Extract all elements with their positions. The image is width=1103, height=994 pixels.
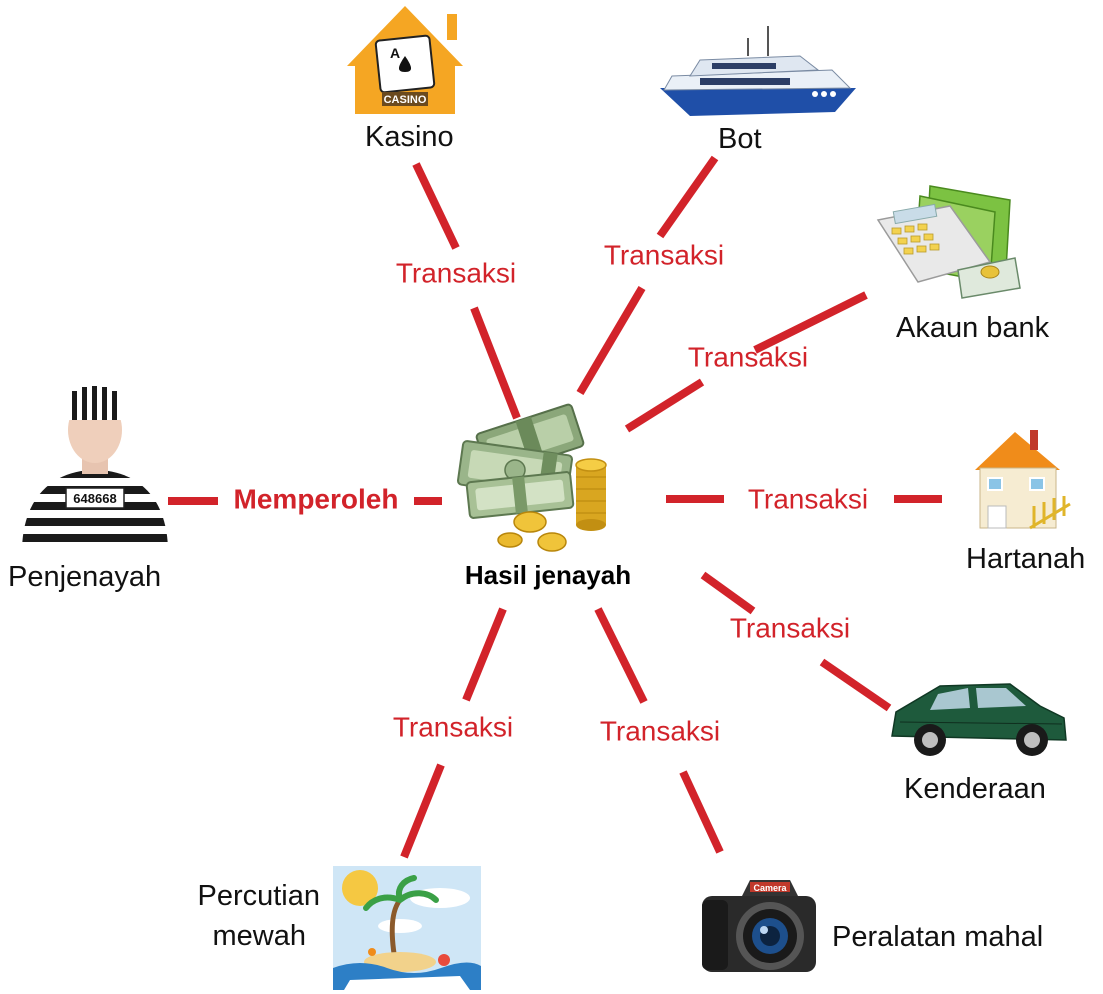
- camera-icon: Camera: [702, 880, 816, 972]
- node-label-percutian-mewah-line1: Percutian: [197, 880, 320, 912]
- edge-label-peralatan-mahal: Transaksi: [600, 716, 720, 747]
- center-label: Hasil jenayah: [465, 560, 631, 590]
- node-label-penjenayah: Penjenayah: [8, 561, 161, 593]
- edge-label-bot: Transaksi: [604, 240, 724, 271]
- edge-bot: Transaksi: [576, 155, 724, 396]
- edge-penjenayah: Memperoleh: [168, 484, 442, 515]
- node-label-peralatan-mahal: Peralatan mahal: [832, 921, 1043, 953]
- edge-hartanah: Transaksi: [666, 484, 942, 515]
- prisoner-icon: 648668: [22, 386, 168, 548]
- bank-account-icon: [876, 185, 1021, 299]
- node-label-percutian-mewah-line2: mewah: [213, 920, 307, 952]
- prisoner-plate-number: 648668: [73, 491, 116, 506]
- node-label-hartanah: Hartanah: [966, 543, 1085, 575]
- node-label-akaun-bank: Akaun bank: [896, 312, 1050, 344]
- casino-icon: A CASINO: [347, 6, 463, 114]
- node-label-kenderaan: Kenderaan: [904, 773, 1046, 805]
- svg-text:A: A: [390, 45, 400, 61]
- casino-sign: CASINO: [384, 94, 427, 106]
- node-label-kasino: Kasino: [365, 121, 454, 153]
- edge-label-penjenayah: Memperoleh: [234, 484, 399, 515]
- edge-label-hartanah: Transaksi: [748, 484, 868, 515]
- edge-kasino: Transaksi: [396, 162, 521, 420]
- edge-kenderaan: Transaksi: [700, 571, 892, 712]
- edge-akaun-bank: Transaksi: [624, 291, 868, 433]
- node-label-bot: Bot: [718, 123, 762, 155]
- money-icon: [456, 403, 607, 552]
- edge-percutian-mewah: Transaksi: [393, 607, 513, 859]
- house-icon: [975, 430, 1071, 530]
- edge-peralatan-mahal: Transaksi: [594, 607, 724, 854]
- yacht-icon: [660, 26, 856, 116]
- camera-brand: Camera: [753, 883, 787, 893]
- vacation-icon: [333, 866, 481, 990]
- edge-label-percutian-mewah: Transaksi: [393, 712, 513, 743]
- edge-label-kenderaan: Transaksi: [730, 613, 850, 644]
- edge-label-akaun-bank: Transaksi: [688, 342, 808, 373]
- edge-label-kasino: Transaksi: [396, 258, 516, 289]
- car-icon: [891, 683, 1067, 756]
